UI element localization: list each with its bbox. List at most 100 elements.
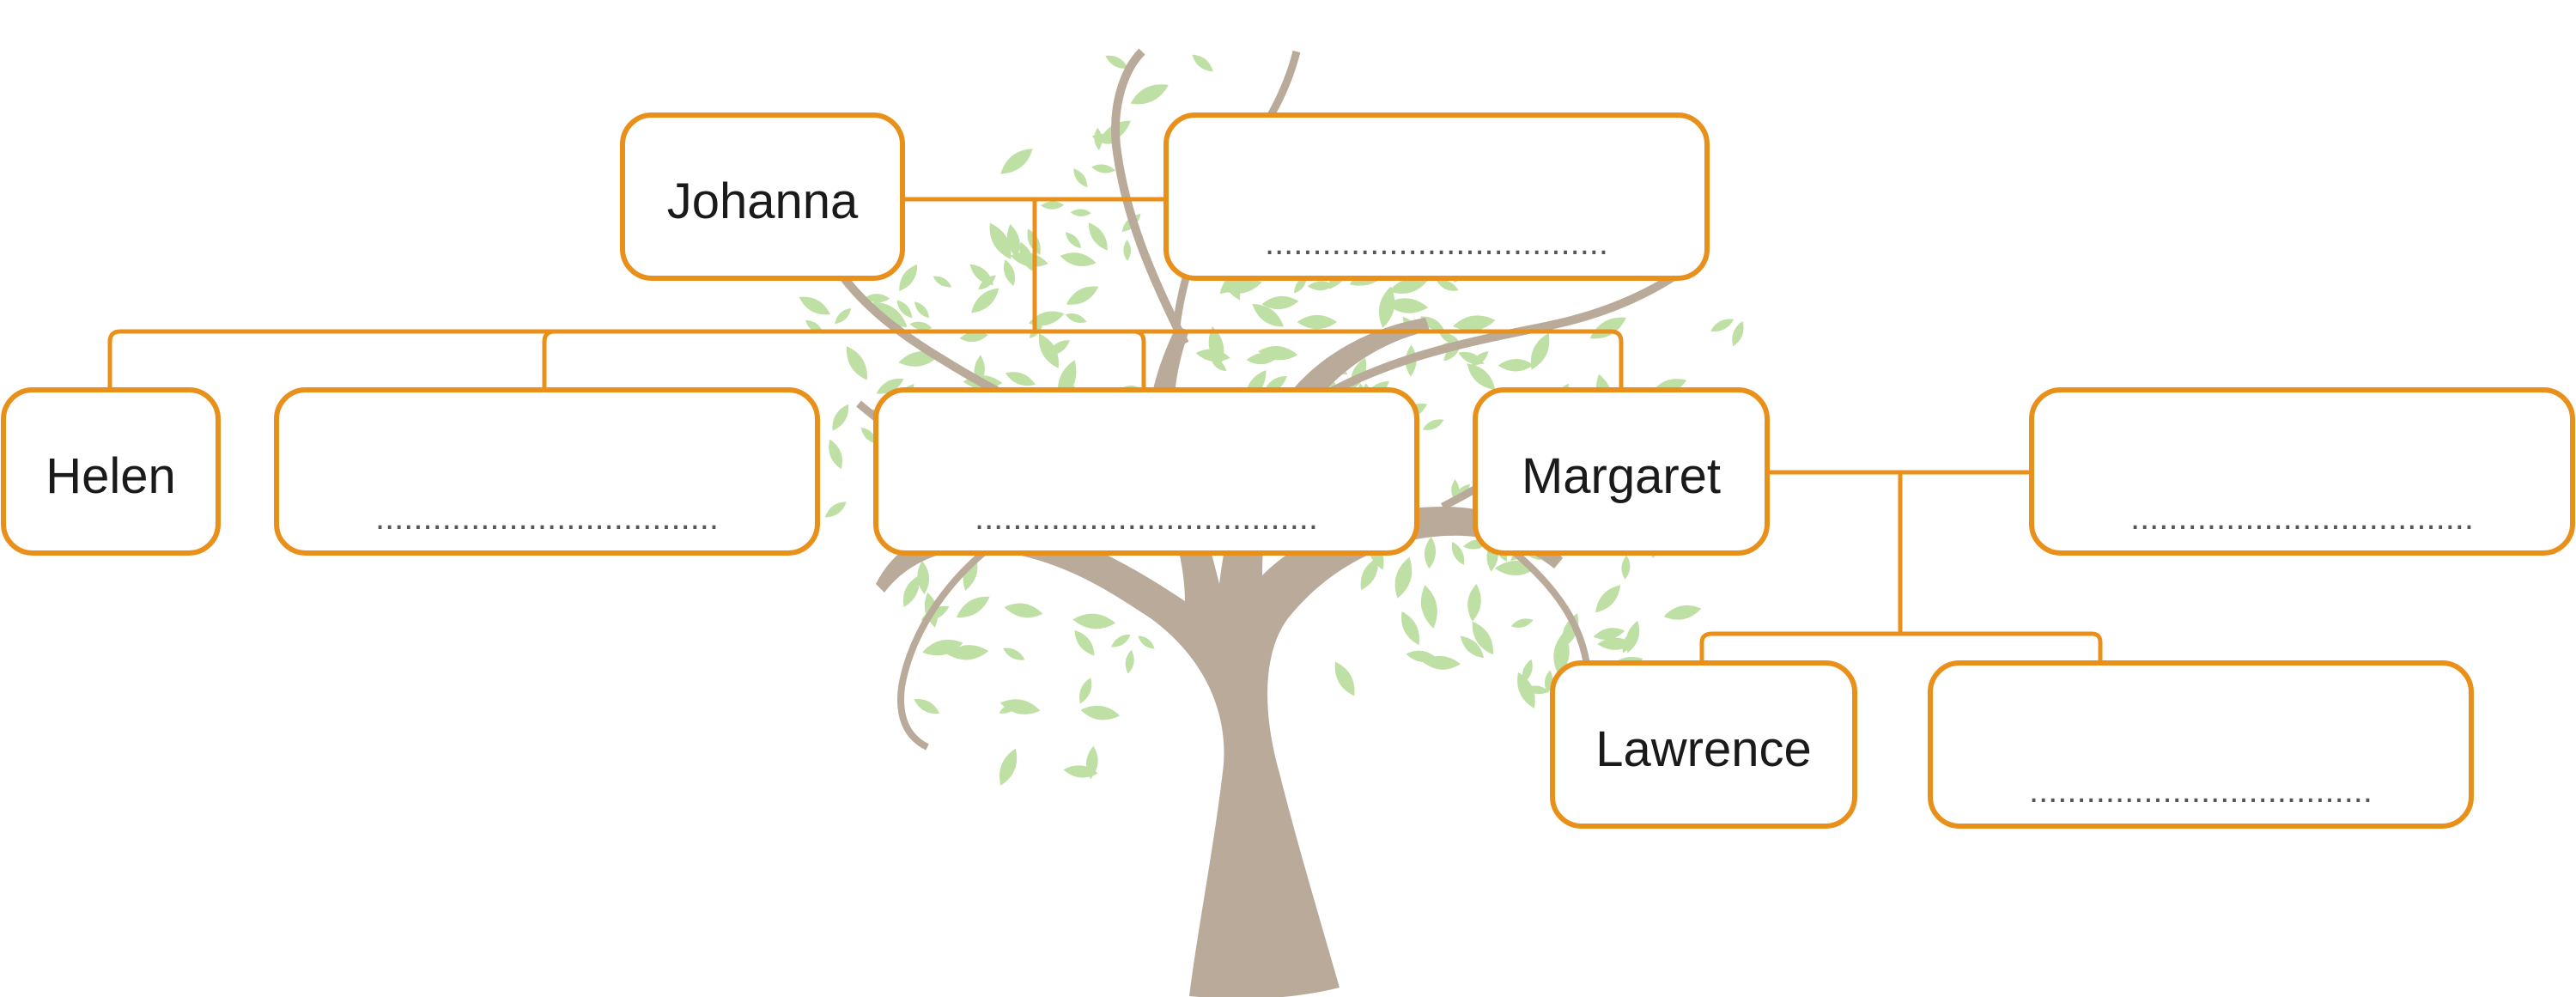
leaf-262 bbox=[1334, 661, 1355, 696]
person-box-frame bbox=[1473, 387, 1770, 556]
person-box-child-3[interactable]: .................................... bbox=[873, 387, 1419, 556]
leaf-145 bbox=[1471, 351, 1489, 367]
blank-name-line: .................................... bbox=[975, 499, 1318, 537]
leaf-82 bbox=[1065, 313, 1087, 324]
leaf-74 bbox=[832, 404, 849, 431]
person-box-frame bbox=[1928, 660, 2474, 829]
leaf-249 bbox=[1420, 585, 1437, 629]
leaf-67 bbox=[1388, 278, 1428, 294]
leaf-195 bbox=[835, 307, 852, 325]
person-box-frame bbox=[1, 387, 221, 556]
leaf-25 bbox=[1386, 298, 1429, 313]
leaf-247 bbox=[1063, 765, 1098, 778]
leaf-39 bbox=[1088, 222, 1108, 251]
person-name: Margaret bbox=[1522, 448, 1721, 504]
leaf-174 bbox=[876, 378, 904, 394]
leaf-139 bbox=[1378, 286, 1395, 328]
tree-branch-lower-left bbox=[897, 546, 990, 751]
blank-name-line: .................................... bbox=[375, 499, 719, 537]
grandchild-bracket bbox=[1699, 631, 2103, 663]
leaf-7 bbox=[1060, 252, 1097, 267]
leaf-233 bbox=[922, 639, 963, 656]
leaf-111 bbox=[1498, 359, 1534, 372]
leaf-266 bbox=[1525, 685, 1549, 695]
leaf-255 bbox=[1517, 672, 1535, 708]
leaf-34 bbox=[1070, 209, 1091, 216]
leaf-1 bbox=[1065, 232, 1082, 249]
leaf-114 bbox=[1467, 363, 1496, 390]
leaf-123 bbox=[1710, 319, 1735, 331]
leaf-207 bbox=[1360, 557, 1378, 591]
leaf-61 bbox=[959, 331, 988, 343]
leaf-70 bbox=[896, 300, 913, 319]
leaf-162 bbox=[1258, 346, 1298, 361]
leaf-69 bbox=[1420, 316, 1445, 331]
leaf-165 bbox=[865, 294, 890, 303]
leaf-221 bbox=[1663, 605, 1702, 620]
leaf-267 bbox=[1597, 637, 1633, 650]
leaf-253 bbox=[1510, 618, 1534, 628]
leaf-260 bbox=[1472, 621, 1493, 655]
leaf-41 bbox=[1130, 84, 1169, 105]
leaf-169 bbox=[971, 288, 999, 313]
leaf-252 bbox=[1522, 659, 1533, 684]
leaf-44 bbox=[799, 296, 831, 315]
leaf-87 bbox=[1003, 259, 1016, 286]
person-box-frame bbox=[873, 387, 1419, 556]
leaf-9 bbox=[1091, 164, 1116, 173]
leaf-46 bbox=[1010, 252, 1048, 267]
leaf-201 bbox=[1451, 541, 1465, 565]
leaf-175 bbox=[829, 439, 842, 470]
person-name: Helen bbox=[46, 448, 176, 504]
leaf-23 bbox=[1094, 127, 1103, 151]
sibling-bracket-inner bbox=[542, 329, 1146, 388]
person-box-johanna-partner[interactable]: .................................... bbox=[1163, 112, 1710, 281]
leaf-43 bbox=[846, 346, 867, 380]
leaf-27 bbox=[1105, 55, 1128, 69]
leaf-122 bbox=[1195, 349, 1230, 362]
leaf-197 bbox=[1595, 585, 1621, 613]
leaf-236 bbox=[1080, 705, 1121, 720]
leaf-230 bbox=[1074, 629, 1095, 656]
tree-trunk bbox=[876, 318, 1563, 997]
leaf-40 bbox=[1073, 168, 1088, 188]
leaf-234 bbox=[956, 596, 990, 617]
leaf-242 bbox=[999, 699, 1041, 714]
person-box-margaret-partner[interactable]: .................................... bbox=[2029, 387, 2575, 556]
person-box-helen[interactable]: Helen bbox=[1, 387, 221, 556]
leaf-75 bbox=[1307, 281, 1334, 291]
person-name: Johanna bbox=[667, 173, 859, 229]
leaf-155 bbox=[1422, 419, 1444, 430]
leaf-80 bbox=[899, 264, 918, 292]
leaf-210 bbox=[1621, 555, 1631, 580]
leaf-176 bbox=[933, 276, 952, 288]
person-box-child-2[interactable]: .................................... bbox=[274, 387, 820, 556]
blank-name-line: .................................... bbox=[2130, 499, 2474, 537]
leaf-21 bbox=[1261, 295, 1299, 310]
leaf-146 bbox=[1732, 321, 1744, 347]
leaf-36 bbox=[1192, 54, 1213, 72]
leaf-235 bbox=[1004, 603, 1043, 618]
leaf-78 bbox=[1005, 372, 1036, 386]
person-box-lawrence[interactable]: Lawrence bbox=[1550, 660, 1857, 829]
leaf-268 bbox=[1394, 556, 1413, 599]
leaf-189 bbox=[872, 301, 908, 327]
leaf-240 bbox=[1003, 647, 1025, 660]
person-box-grandchild-2[interactable]: .................................... bbox=[1928, 660, 2474, 829]
person-box-frame bbox=[2029, 387, 2575, 556]
leaf-257 bbox=[1401, 611, 1419, 646]
leaf-264 bbox=[1467, 584, 1481, 622]
leaf-105 bbox=[1453, 315, 1496, 331]
leaf-49 bbox=[1066, 286, 1099, 305]
leaf-151 bbox=[1437, 280, 1459, 291]
leaf-190 bbox=[860, 427, 878, 444]
leaf-259 bbox=[1593, 628, 1625, 640]
leaf-0 bbox=[1041, 201, 1065, 210]
leaf-258 bbox=[1406, 650, 1438, 663]
tree-branch-upper-left bbox=[1111, 48, 1189, 346]
person-box-margaret[interactable]: Margaret bbox=[1473, 387, 1770, 556]
tree-branch-right bbox=[1294, 254, 1704, 416]
leaf-245 bbox=[1079, 678, 1092, 704]
person-box-johanna[interactable]: Johanna bbox=[620, 112, 905, 281]
leaf-193 bbox=[824, 502, 847, 518]
